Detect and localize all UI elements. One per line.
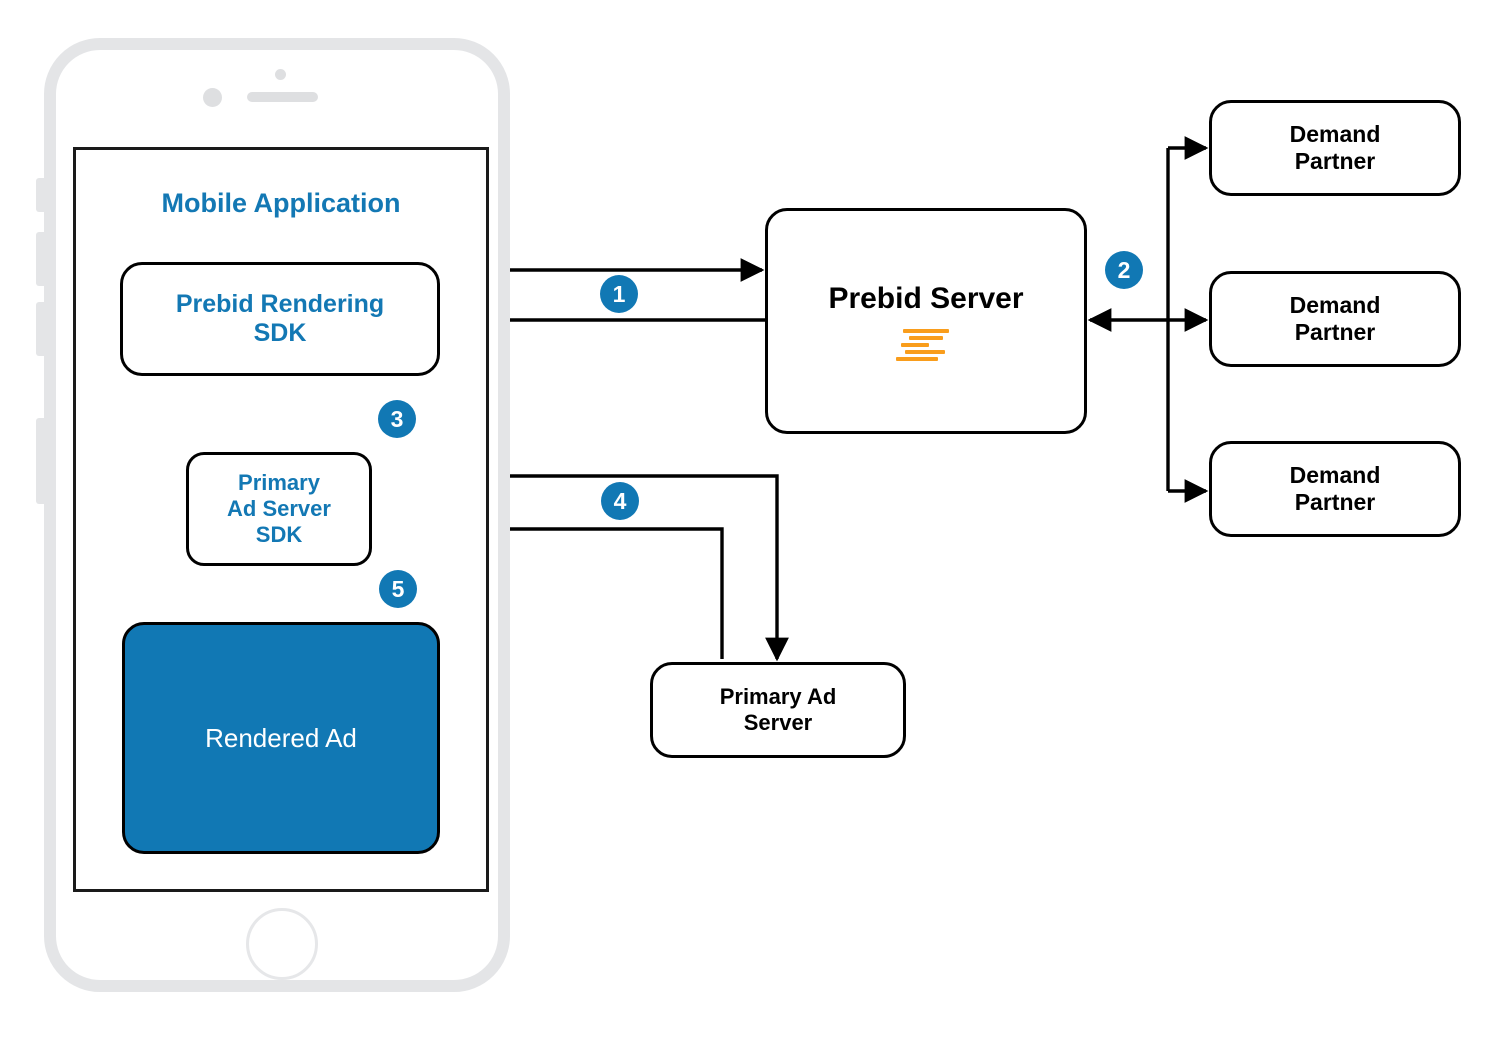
prebid-logo-icon — [895, 327, 957, 361]
node-primary-ad-server-label: Primary Ad Server — [719, 684, 837, 735]
node-prebid-rendering-sdk-label: Prebid Rendering SDK — [175, 289, 385, 348]
node-demand-partner-2-label: Demand Partner — [1289, 291, 1381, 345]
home-button[interactable] — [246, 908, 318, 980]
step-badge-3: 3 — [378, 400, 416, 438]
node-primary-ad-server[interactable]: Primary Ad Server — [650, 662, 906, 758]
step-badge-4: 4 — [601, 482, 639, 520]
node-prebid-server[interactable]: Prebid Server — [765, 208, 1087, 434]
phone-volume-up-button[interactable] — [36, 232, 45, 286]
node-primary-ad-server-sdk[interactable]: Primary Ad Server SDK — [186, 452, 372, 566]
node-demand-partner-2[interactable]: Demand Partner — [1209, 271, 1461, 367]
phone-volume-down-button[interactable] — [36, 302, 45, 356]
node-prebid-server-label: Prebid Server — [828, 282, 1024, 316]
node-primary-ad-server-sdk-label: Primary Ad Server SDK — [227, 470, 331, 547]
camera-dot-icon — [275, 69, 286, 80]
node-demand-partner-3[interactable]: Demand Partner — [1209, 441, 1461, 537]
phone-silent-switch-button[interactable] — [36, 178, 45, 212]
mobile-application-title: Mobile Application — [161, 188, 401, 218]
node-rendered-ad[interactable]: Rendered Ad — [122, 622, 440, 854]
node-prebid-rendering-sdk[interactable]: Prebid Rendering SDK — [120, 262, 440, 376]
step-badge-1: 1 — [600, 275, 638, 313]
front-camera-icon — [203, 88, 222, 107]
phone-power-button[interactable] — [36, 418, 45, 504]
step-badge-5: 5 — [379, 570, 417, 608]
node-demand-partner-1[interactable]: Demand Partner — [1209, 100, 1461, 196]
step-badge-2: 2 — [1105, 251, 1143, 289]
node-demand-partner-3-label: Demand Partner — [1289, 461, 1381, 515]
node-rendered-ad-label: Rendered Ad — [205, 722, 357, 753]
speaker-grille-icon — [247, 92, 318, 102]
node-demand-partner-1-label: Demand Partner — [1289, 120, 1381, 174]
